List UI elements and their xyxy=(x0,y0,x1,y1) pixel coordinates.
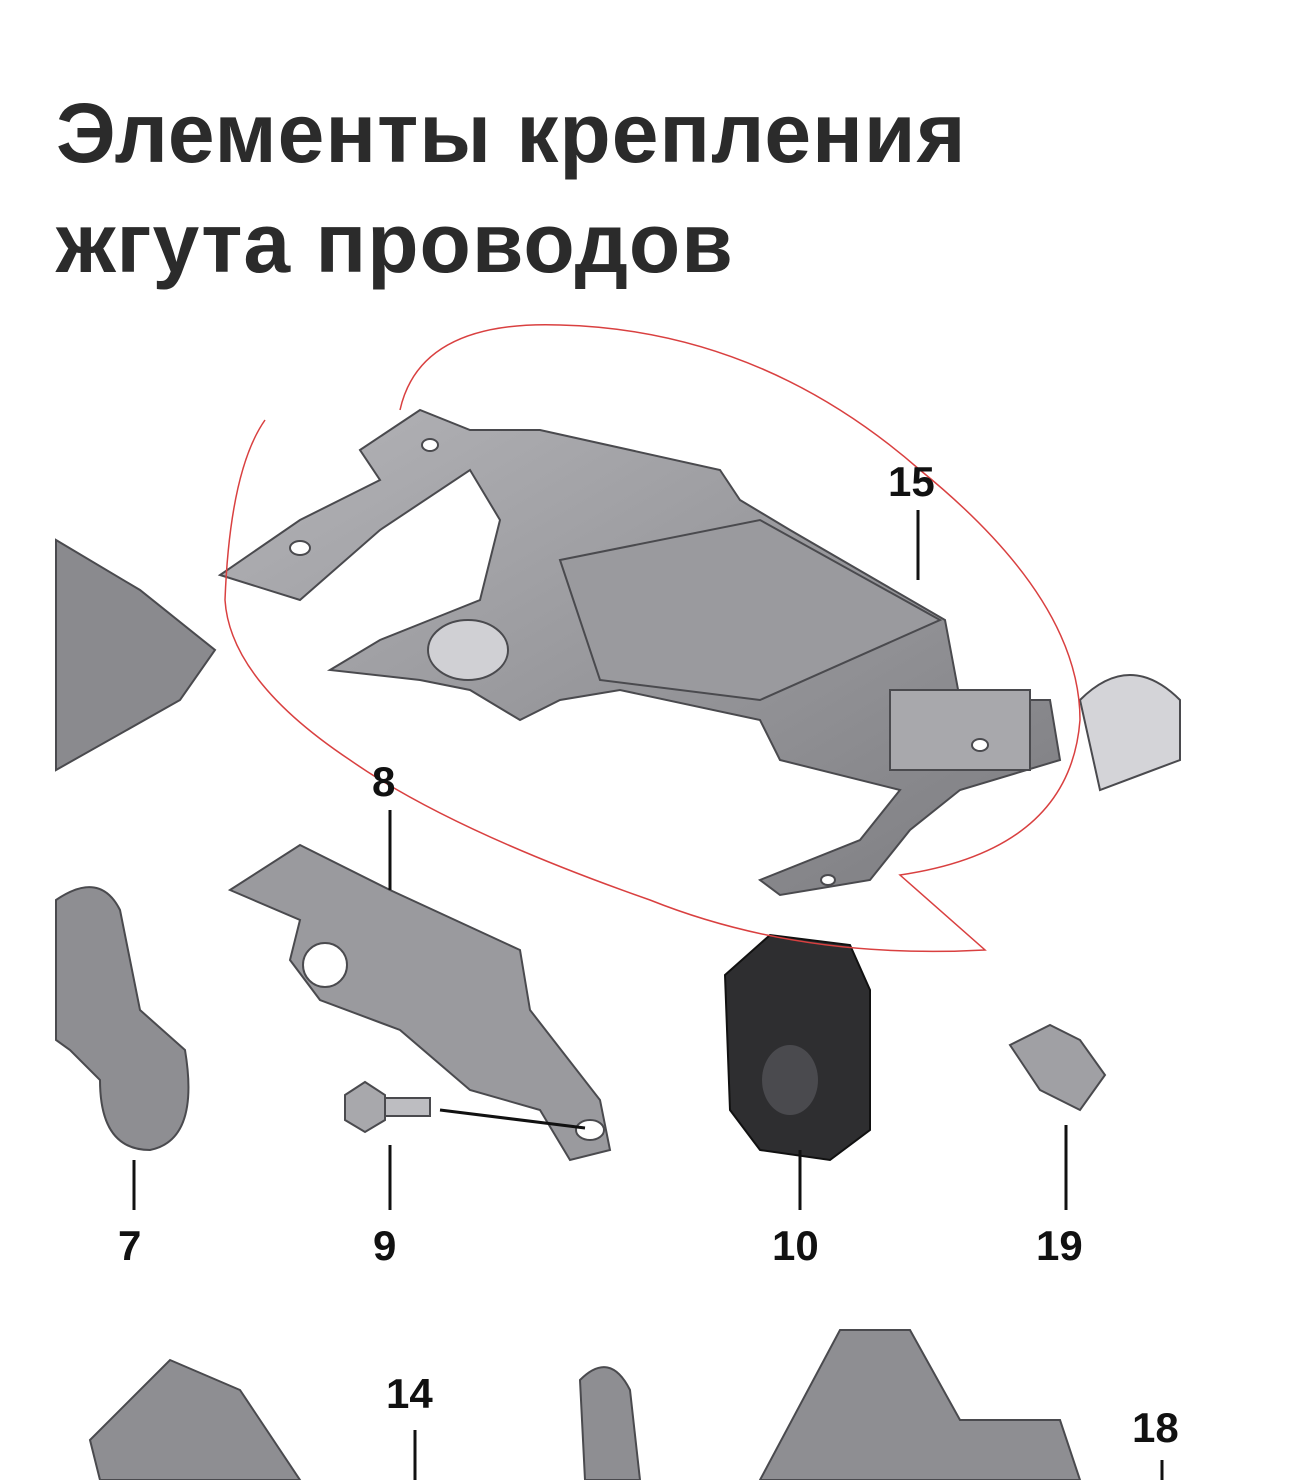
callout-10: 10 xyxy=(772,1222,819,1269)
part-7-clip xyxy=(55,886,190,1152)
bottom-partial-parts xyxy=(88,1329,1082,1480)
part-15-bracket xyxy=(217,408,1181,897)
callout-7: 7 xyxy=(118,1222,142,1269)
page-title: Элементы крепления жгута проводов xyxy=(56,78,967,298)
part-8-bracket xyxy=(227,843,612,1162)
part-9-bolt xyxy=(344,1080,586,1134)
callout-18: 18 xyxy=(1132,1404,1179,1451)
red-annotation-loop xyxy=(224,324,1081,953)
callout-14: 14 xyxy=(386,1370,433,1417)
part-left-partial xyxy=(55,538,217,772)
title-line-1: Элементы крепления xyxy=(56,86,967,180)
callout-9: 9 xyxy=(373,1222,397,1269)
callout-8: 8 xyxy=(372,758,396,805)
part-10-grommet xyxy=(723,933,871,1162)
leader-lines xyxy=(132,510,1164,1480)
callout-19: 19 xyxy=(1036,1222,1083,1269)
part-19-clip xyxy=(1008,1023,1107,1112)
title-line-2: жгута проводов xyxy=(56,196,734,290)
callout-15: 15 xyxy=(888,458,935,505)
